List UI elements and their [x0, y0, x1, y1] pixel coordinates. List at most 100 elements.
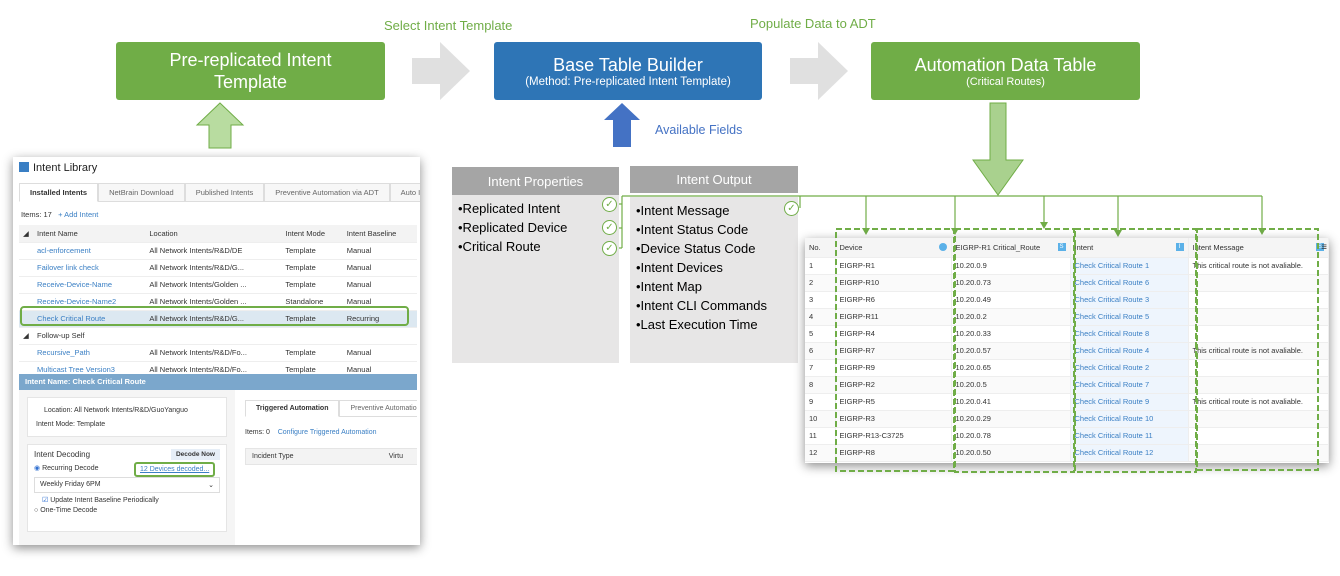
tab-auto-intent[interactable]: Auto Intent [389, 183, 420, 202]
intent-link[interactable]: Check Critical Route 6 [1070, 274, 1189, 292]
check-icon: ✓ [784, 201, 799, 216]
mode-value: Template [76, 421, 106, 428]
arrow-down-icon [972, 102, 1024, 196]
intent-link[interactable]: Check Critical Route 10 [1070, 410, 1189, 428]
available-fields-label: Available Fields [655, 123, 743, 137]
check-icon: ✓ [602, 220, 617, 235]
intent-output-header: Intent Output [630, 166, 798, 193]
device-cell: EIGRP-R3 [835, 410, 952, 428]
menu-icon[interactable]: ≡ [1321, 242, 1327, 253]
intent-link[interactable]: Check Critical Route 4 [1070, 342, 1189, 360]
library-title: Intent Library [33, 162, 98, 174]
intent-message-cell: This critical route is not avaliable. [1188, 257, 1329, 275]
intent-name[interactable]: Check Critical Route [33, 310, 146, 328]
right-items-count: Items: 0 [245, 429, 270, 436]
intent-message-cell [1188, 376, 1329, 394]
location-value: All Network Intents/R&D/GuoYanguo [73, 407, 188, 414]
intent-message-cell: This critical route is not avaliable. [1188, 342, 1329, 360]
field-intent-message: •Intent Message [636, 203, 730, 218]
tab-preventive[interactable]: Preventive Automation [339, 400, 417, 417]
collapse-icon[interactable]: ◢ [19, 225, 33, 243]
intent-baseline: Manual [342, 344, 417, 362]
tab-triggered-automation[interactable]: Triggered Automation [245, 400, 340, 417]
col-intent-baseline[interactable]: Intent Baseline [342, 225, 417, 243]
update-baseline-checkbox[interactable]: ☑ [42, 497, 49, 504]
adt-title: Automation Data Table [914, 54, 1097, 75]
col-location[interactable]: Location [145, 225, 282, 243]
schedule-select[interactable]: Weekly Friday 6PM⌄ [34, 477, 220, 493]
intent-link[interactable]: Check Critical Route 7 [1070, 376, 1189, 394]
tab-preventive-automation[interactable]: Preventive Automation via ADT [264, 183, 390, 202]
row-no: 9 [805, 393, 836, 411]
col-incident-type: Incident Type [252, 453, 294, 460]
intent-library-logo-icon [19, 162, 29, 172]
intent-name[interactable]: acl-enforcement [33, 242, 146, 260]
configure-triggered-link[interactable]: Configure Triggered Automation [277, 429, 377, 436]
tab-netbrain-download[interactable]: NetBrain Download [98, 183, 185, 202]
library-toolbar: Items: 17 + Add Intent [13, 202, 420, 225]
tab-installed-intents[interactable]: Installed Intents [19, 183, 99, 202]
update-baseline-label: Update Intent Baseline Periodically [50, 497, 159, 504]
critical-route-cell: 10.20.0.50 [951, 444, 1071, 462]
row-no: 8 [805, 376, 836, 394]
library-header: Intent Library [13, 157, 420, 179]
decode-now-button[interactable]: Decode Now [170, 449, 220, 460]
intent-name[interactable]: Recursive_Path [33, 344, 146, 362]
intent-location: All Network Intents/R&D/G... [145, 259, 282, 277]
intent-message-cell [1188, 427, 1329, 445]
recurring-radio[interactable]: ◉ [34, 465, 41, 472]
intent-link[interactable]: Check Critical Route 12 [1070, 444, 1189, 462]
intent-name[interactable]: Receive-Device-Name [33, 276, 146, 294]
device-cell: EIGRP-R1 [835, 257, 952, 275]
col-intent-label: Intent [1074, 242, 1094, 252]
col-no[interactable]: No. [805, 238, 836, 258]
intent-baseline: Manual [342, 259, 417, 277]
intent-mode: Template [281, 310, 343, 328]
intent-mode: Template [281, 344, 343, 362]
intent-name[interactable]: Failover link check [33, 259, 146, 277]
intent-link[interactable]: Check Critical Route 1 [1070, 257, 1189, 275]
intent-link[interactable]: Check Critical Route 5 [1070, 308, 1189, 326]
intent-link[interactable]: Check Critical Route 2 [1070, 359, 1189, 377]
add-intent-button[interactable]: + Add Intent [58, 210, 99, 219]
location-label: Location: [44, 407, 73, 414]
arrow-up-icon [604, 103, 640, 147]
intent-link[interactable]: Check Critical Route 8 [1070, 325, 1189, 343]
col-intent-mode[interactable]: Intent Mode [281, 225, 343, 243]
devices-decoded-link[interactable]: 12 Devices decoded... [134, 462, 216, 477]
group-row[interactable]: ◢Follow-up Self [19, 327, 417, 345]
recurring-label: Recurring Decode [42, 465, 99, 472]
col-intent-name[interactable]: Intent Name [33, 225, 146, 243]
intent-mode: Template [281, 259, 343, 277]
collapse-icon[interactable]: ◢ [19, 327, 33, 345]
field-intent-status-code: •Intent Status Code [636, 222, 749, 237]
intent-link[interactable]: Check Critical Route 3 [1070, 291, 1189, 309]
col-critical-route-label: EIGRP-R1 Critical_Route [955, 242, 1041, 252]
tab-published-intents[interactable]: Published Intents [184, 183, 265, 202]
row-no: 11 [805, 427, 836, 445]
device-cell: EIGRP-R8 [835, 444, 952, 462]
field-intent-cli-commands: •Intent CLI Commands [636, 298, 767, 313]
intent-link[interactable]: Check Critical Route 9 [1070, 393, 1189, 411]
col-device[interactable]: Device [835, 238, 952, 258]
intent-properties-header: Intent Properties [452, 167, 619, 195]
decoding-title: Intent Decoding [34, 450, 91, 459]
intent-properties-list: •Replicated Intent •Replicated Device •C… [452, 195, 619, 363]
intent-link[interactable]: Check Critical Route 11 [1070, 427, 1189, 445]
row-no: 1 [805, 257, 836, 275]
one-time-radio[interactable]: ○ [34, 507, 39, 514]
